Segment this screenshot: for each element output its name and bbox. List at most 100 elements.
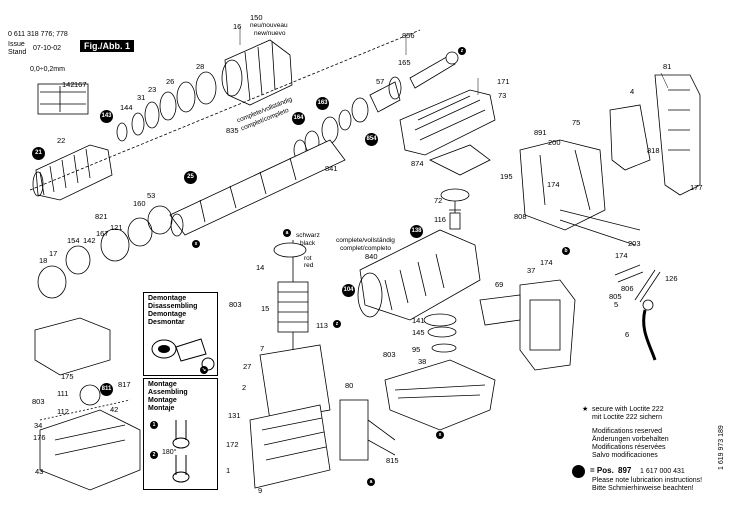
legend-pos-label: = Pos. (590, 466, 614, 475)
badge-104: 104 (342, 284, 355, 297)
badge-811: 811 (100, 383, 113, 396)
callout-165: 165 (398, 58, 411, 67)
callout-145: 145 (412, 328, 425, 337)
callout-874: 874 (411, 159, 424, 168)
legend-mod-es: Salvo modificaciones (592, 452, 658, 459)
callout-116: 116 (434, 215, 446, 224)
callout-154: 154 (67, 236, 80, 245)
label-rot: rot (304, 255, 312, 262)
callout-817: 817 (118, 380, 131, 389)
callout-38: 38 (418, 357, 427, 366)
issue-date: 07-10-02 (33, 45, 62, 52)
callout-5: 5 (614, 300, 619, 309)
callout-160: 160 (133, 199, 146, 208)
callout-144: 144 (120, 103, 133, 112)
callout-7: 7 (260, 344, 265, 353)
badge-b: b (562, 247, 570, 255)
badge-x: x (436, 431, 444, 439)
badge-a: a (367, 478, 375, 486)
callout-808: 808 (514, 212, 527, 221)
callout-840: 840 (365, 252, 378, 261)
callout-31: 31 (137, 93, 146, 102)
callout-891: 891 (534, 128, 547, 137)
callout-174: 174 (540, 258, 553, 267)
callout-4: 4 (630, 87, 635, 96)
callout-9: 9 (258, 486, 263, 495)
callout-200: 200 (548, 138, 561, 147)
callout-805: 805 (609, 292, 622, 301)
callout-803: 803 (229, 300, 242, 309)
callout-34: 34 (34, 421, 43, 430)
rotation-angle: 180° (162, 449, 177, 456)
callout-37: 37 (527, 266, 536, 275)
callout-174: 174 (615, 251, 628, 260)
callout-80: 80 (345, 381, 354, 390)
callout-15: 15 (261, 304, 270, 313)
callout-14: 14 (256, 263, 265, 272)
callout-6: 6 (625, 330, 630, 339)
callout-806: 806 (621, 284, 634, 293)
loctite-star-icon: ★ (582, 406, 589, 413)
callout-27: 27 (243, 362, 252, 371)
lubrication-dot-icon (572, 465, 585, 478)
document-number: 1 619 973 189 (718, 425, 725, 470)
callout-17: 17 (49, 249, 58, 258)
callout-95: 95 (412, 345, 421, 354)
callout-175: 175 (61, 372, 74, 381)
badge-163: 163 (316, 97, 329, 110)
disassembly-illustration (151, 338, 215, 371)
badge-164: 164 (292, 112, 305, 125)
disassembly-line-2: Disassembling (148, 303, 198, 310)
step-1-badge: 1 (150, 421, 158, 429)
legend-lubrication-en: Please note lubrication instructions! (592, 477, 703, 484)
callout-176: 176 (33, 433, 46, 442)
callout-203: 203 (628, 239, 641, 248)
callout-856: 856 (402, 31, 415, 40)
disassembly-line-3: Demontage (148, 311, 187, 318)
label-red: red (304, 262, 314, 269)
callout-142: 142 (83, 236, 96, 245)
issue-label: Issue (8, 41, 25, 48)
assembly-line-2: Assembling (148, 389, 188, 396)
callout-841: 841 (325, 164, 338, 173)
callout-126: 126 (665, 274, 678, 283)
badge-138: 138 (410, 225, 423, 238)
badge-a-2: a (283, 229, 291, 237)
badge-25: 25 (184, 171, 197, 184)
legend-mod-en: Modifications reserved (592, 428, 663, 435)
stand-label: Stand (8, 49, 27, 56)
callout-195: 195 (500, 172, 513, 181)
callout-835: 835 (226, 126, 239, 135)
callout-43: 43 (35, 467, 44, 476)
callout-42: 42 (110, 405, 119, 414)
disassembly-box: Demontage Disassembling Demontage Desmon… (143, 292, 218, 376)
callout-23: 23 (148, 85, 157, 94)
label-black: black (300, 240, 316, 247)
callout-821: 821 (95, 212, 108, 221)
part-number: 0 611 318 776; 778 (8, 31, 68, 38)
badge-143: 143 (100, 110, 113, 123)
callout-75: 75 (572, 118, 581, 127)
callout-73: 73 (498, 91, 507, 100)
callout-72: 72 (434, 196, 443, 205)
callout-2: 2 (242, 383, 247, 392)
callout-16: 16 (233, 22, 242, 31)
callout-141: 141 (412, 316, 425, 325)
callout-171: 171 (497, 77, 510, 86)
callout-69: 69 (495, 280, 504, 289)
callout-18: 18 (39, 256, 48, 265)
callout-803: 803 (383, 350, 396, 359)
legend-pos-number: 897 (618, 466, 632, 475)
callout-81: 81 (663, 62, 672, 71)
legend-mod-fr: Modifications réservées (592, 444, 666, 451)
callout-111: 111 (57, 389, 69, 398)
legend-mod-de: Änderungen vorbehalten (592, 436, 669, 443)
callout-815: 815 (386, 456, 399, 465)
assembly-illustration (172, 420, 190, 483)
legend-loctite-en: secure with Loctite 222 (592, 406, 664, 413)
dimension-label: 0,0÷0,2mm (30, 66, 65, 73)
callout-142: 142 (62, 80, 75, 89)
badge-z: z (458, 47, 466, 55)
badge-arrow: ↘ (200, 366, 208, 374)
callout-121: 121 (110, 223, 123, 232)
